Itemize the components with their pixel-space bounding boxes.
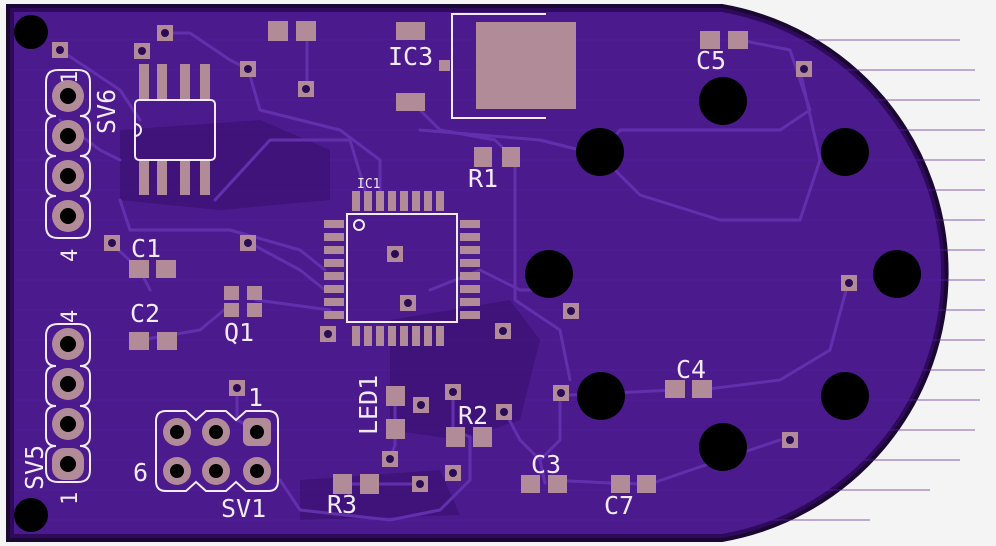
label-r1: R1: [468, 164, 498, 193]
ic1-pads: [324, 191, 480, 346]
label-sv6-pin1: 1: [58, 71, 83, 84]
label-r2: R2: [458, 401, 488, 430]
via-holes: [56, 29, 853, 488]
sv6-pins: [52, 80, 84, 232]
label-c2: C2: [130, 299, 160, 328]
label-sv5-pin4: 4: [58, 310, 83, 323]
label-c3: C3: [531, 450, 561, 479]
label-sv1-pin6: 6: [133, 458, 148, 487]
label-sv1: SV1: [221, 494, 266, 523]
label-r3: R3: [327, 490, 357, 519]
label-c4: C4: [676, 355, 706, 384]
label-ic3: IC3: [388, 42, 433, 71]
sv5-pins: [52, 328, 84, 480]
label-c1: C1: [131, 234, 161, 263]
label-sv1-pin1: 1: [248, 383, 263, 412]
label-ic1: IC1: [357, 177, 380, 192]
label-sv5-pin1: 1: [58, 492, 83, 505]
label-c5: C5: [696, 46, 726, 75]
label-sv5: SV5: [20, 445, 49, 490]
sv1-pins: [163, 418, 271, 485]
label-c7: C7: [604, 491, 634, 520]
label-sv6: SV6: [92, 89, 121, 134]
smd-pads: [129, 21, 748, 494]
through-holes: [525, 77, 921, 471]
silkscreen: [45, 13, 546, 492]
mounting-hole: [14, 15, 48, 49]
label-led1: LED1: [354, 375, 383, 435]
mounting-hole: [14, 498, 48, 532]
label-sv6-pin4: 4: [58, 249, 83, 262]
label-q1: Q1: [224, 318, 254, 347]
